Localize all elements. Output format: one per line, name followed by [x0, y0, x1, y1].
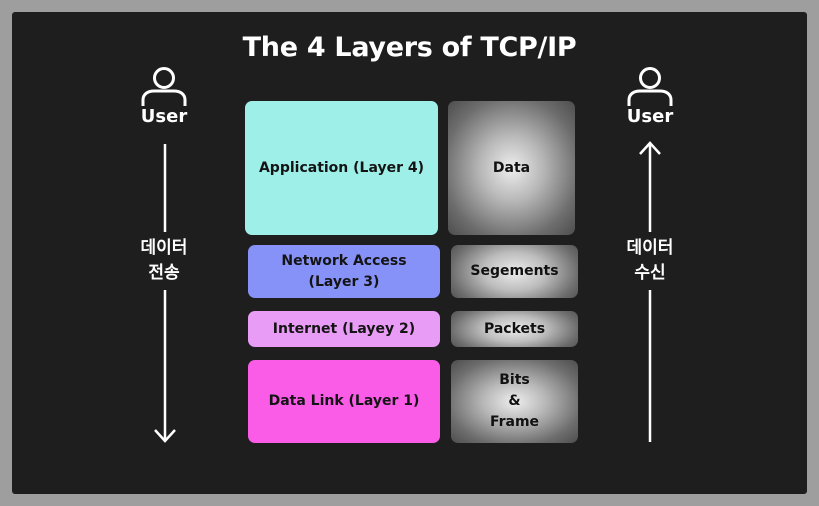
receive-data-label: 데이터 수신 [610, 232, 690, 290]
packets-unit-box: Packets [451, 311, 578, 347]
internet-layer-box: Internet (Layey 2) [248, 311, 440, 347]
up-arrow-icon [639, 141, 661, 442]
packets-unit-label: Packets [483, 320, 546, 337]
down-arrow-icon [154, 144, 176, 443]
segments-unit-label: Segements [470, 263, 559, 279]
bits-frame-unit-box: Bits & Frame [451, 360, 578, 443]
network-access-label-line1: Network Access [281, 252, 407, 269]
network-access-label-line2: (Layer 3) [308, 273, 380, 290]
frame-label: Frame [489, 414, 540, 430]
user-icon [627, 67, 673, 106]
user-icon [141, 67, 187, 106]
send-label-line2: 전송 [148, 263, 180, 283]
receive-label-line2: 수신 [634, 263, 666, 283]
receiver-user-label: User [626, 106, 674, 127]
internet-layer-label: Internet (Layey 2) [272, 320, 416, 337]
network-access-layer-box: Network Access (Layer 3) [248, 245, 440, 298]
send-data-label: 데이터 전송 [124, 232, 204, 290]
application-layer-box: Application (Layer 4) [245, 101, 438, 235]
data-unit-label: Data [492, 159, 531, 176]
sender-user-label: User [140, 106, 188, 127]
diagram-title: The 4 Layers of TCP/IP [242, 32, 577, 63]
send-label-line1: 데이터 [140, 238, 188, 258]
bits-label: Bits [499, 372, 530, 388]
segments-unit-box: Segements [451, 245, 578, 298]
data-unit-box: Data [448, 101, 575, 235]
application-layer-label: Application (Layer 4) [258, 159, 425, 176]
ampersand-label: & [508, 393, 521, 409]
data-link-layer-label: Data Link (Layer 1) [268, 393, 420, 409]
receive-label-line1: 데이터 [626, 238, 674, 258]
data-link-layer-box: Data Link (Layer 1) [248, 360, 440, 443]
